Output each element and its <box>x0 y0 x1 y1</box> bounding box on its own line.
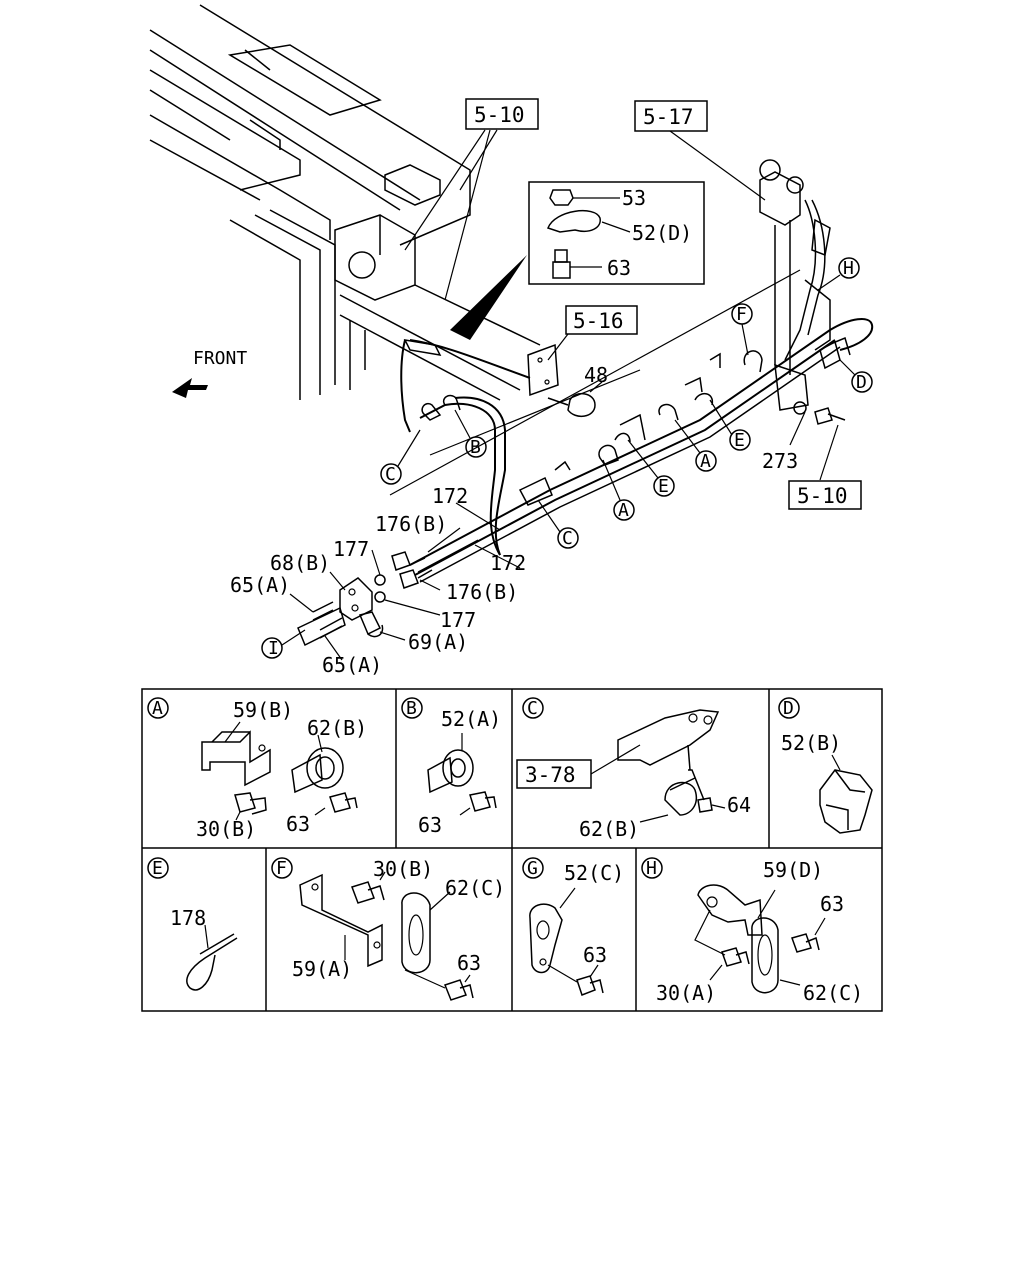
callout-A: A <box>700 451 711 472</box>
detail-label: 178 <box>170 906 206 930</box>
callout-A: A <box>618 500 629 521</box>
front-label: FRONT <box>193 348 247 369</box>
part-label: 65(A) <box>230 573 290 597</box>
detail-B: B 52(A) 63 <box>401 697 501 837</box>
detail-letter: D <box>783 698 794 719</box>
detail-label: 52(C) <box>564 861 624 885</box>
detail-C: C 3-78 64 62(B) <box>516 697 751 841</box>
callout-C: C <box>385 464 396 485</box>
detail-A: A 59(B) 62(B) 30(B) 63 <box>147 697 367 841</box>
part-label: 176(B) <box>375 512 447 536</box>
part-label: 63 <box>607 256 631 280</box>
ref-label: 5-10 <box>474 103 525 127</box>
detail-label: 30(A) <box>656 981 716 1005</box>
detail-label: 63 <box>418 813 442 837</box>
part-label: 69(A) <box>408 630 468 654</box>
part-label: 176(B) <box>446 580 518 604</box>
part-label: 273 <box>762 449 798 473</box>
ref-box-5-16: 5-16 48 <box>527 305 638 417</box>
part-label: 68(B) <box>270 551 330 575</box>
ref-label: 3-78 <box>525 763 576 787</box>
callout-B: B <box>470 437 481 458</box>
detail-label: 64 <box>727 793 751 817</box>
callout-D: D <box>856 372 867 393</box>
part-label: 177 <box>440 608 476 632</box>
detail-label: 52(A) <box>441 707 501 731</box>
detail-label: 59(B) <box>233 698 293 722</box>
ref-label: 5-16 <box>573 309 624 333</box>
detail-letter: E <box>152 858 163 879</box>
ref-box-5-17: 5-17 <box>634 100 766 201</box>
detail-F: F 30(B) 62(C) 59(A) 63 <box>271 857 505 1001</box>
part-label: 177 <box>333 537 369 561</box>
callout-H: H <box>843 258 854 279</box>
chassis-frame <box>149 4 541 401</box>
callout-I: I <box>268 638 279 659</box>
detail-label: 63 <box>286 812 310 836</box>
fittings-assembly: 172 176(B) 172 177 68(B) 176(B) 65(A) 17… <box>230 484 526 677</box>
detail-grid <box>141 688 883 1012</box>
detail-D: D 52(B) <box>778 697 873 834</box>
callout-E: E <box>734 430 745 451</box>
detail-label: 59(A) <box>292 957 352 981</box>
detail-label: 62(C) <box>445 876 505 900</box>
detail-label: 63 <box>457 951 481 975</box>
detail-H: H 59(D) 63 30(A) 62(C) <box>641 857 863 1005</box>
part-label: 65(A) <box>322 653 382 677</box>
ref-label: 5-17 <box>643 105 694 129</box>
detail-label: 30(B) <box>373 857 433 881</box>
front-arrow-icon <box>172 378 208 398</box>
front-direction: FRONT <box>172 348 247 398</box>
detail-label: 52(B) <box>781 731 841 755</box>
detail-label: 62(C) <box>803 981 863 1005</box>
detail-E: E 178 <box>147 857 238 991</box>
detail-letter: B <box>406 698 417 719</box>
callout-F: F <box>736 304 747 325</box>
ref-box-5-10-bottom: 5-10 <box>788 480 862 510</box>
ref-box-5-10-top: 5-10 <box>404 98 539 301</box>
detail-label: 30(B) <box>196 817 256 841</box>
detail-G: G 52(C) 63 <box>522 857 624 996</box>
ref-label: 5-10 <box>797 484 848 508</box>
pipe-run: 273 <box>389 159 874 583</box>
part-label: 53 <box>622 186 646 210</box>
detail-letter: G <box>527 858 538 879</box>
callout-C: C <box>562 528 573 549</box>
part-label: 172 <box>490 551 526 575</box>
part-label: 48 <box>584 363 608 387</box>
detail-label: 63 <box>583 943 607 967</box>
detail-label: 62(B) <box>579 817 639 841</box>
detail-letter: C <box>527 698 538 719</box>
main-callouts: H F D E A E A C B C I <box>261 257 873 659</box>
detail-label: 62(B) <box>307 716 367 740</box>
part-label: 52(D) <box>632 221 692 245</box>
detail-label: 59(D) <box>763 858 823 882</box>
callout-E: E <box>658 476 669 497</box>
part-label: 172 <box>432 484 468 508</box>
detail-letter: F <box>276 858 287 879</box>
detail-label: 63 <box>820 892 844 916</box>
detail-letter: A <box>152 698 163 719</box>
inset-clip-detail: 53 52(D) 63 <box>450 181 705 340</box>
detail-letter: H <box>646 858 657 879</box>
